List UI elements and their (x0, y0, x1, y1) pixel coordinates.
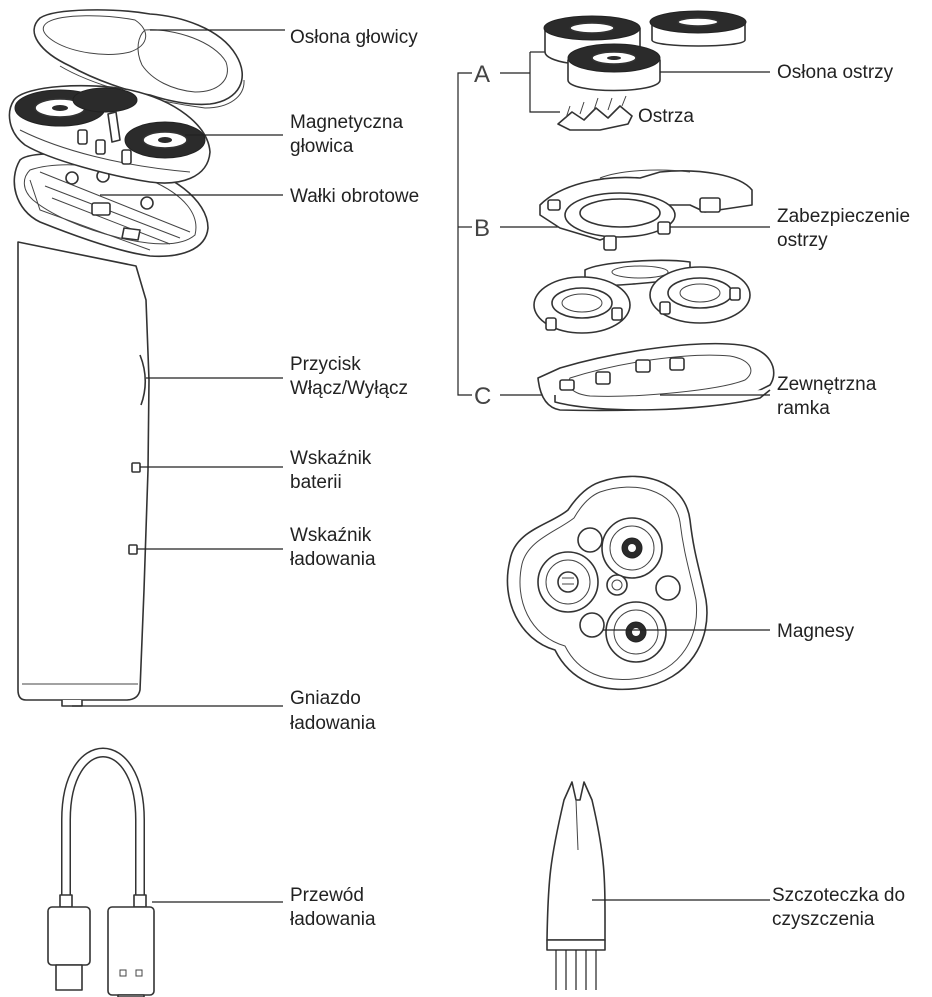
brush-label-line1: Szczoteczka do (772, 885, 905, 906)
blade-guard-label-line2: ostrzy (777, 230, 828, 251)
charging-port-label-line2: ładowania (290, 713, 376, 734)
power-button-label-line2: Włącz/Wyłącz (290, 378, 408, 399)
blade-cover-label: Osłona ostrzy (777, 62, 894, 83)
blade-cover-illustration (544, 11, 746, 91)
blade-guard-illustration (534, 170, 752, 333)
charging-indicator-label-line2: ładowania (290, 549, 376, 570)
outer-frame-label-line2: ramka (777, 398, 830, 419)
usb-cable-illustration (48, 753, 154, 997)
brush-label-line2: czyszczenia (772, 909, 875, 930)
rollers-label: Wałki obrotowe (290, 186, 419, 207)
head-cover-label: Osłona głowicy (290, 27, 418, 48)
power-button-label-line1: Przycisk (290, 354, 361, 375)
battery-indicator-label-line2: baterii (290, 472, 342, 493)
outer-frame-label-line1: Zewnętrzna (777, 374, 877, 395)
magnetic-head-label-line1: Magnetyczna (290, 112, 403, 133)
charging-indicator-label-line1: Wskaźnik (290, 525, 372, 546)
charging-port-label-line1: Gniazdo (290, 688, 361, 709)
blades-illustration (558, 96, 632, 130)
cleaning-brush-illustration (547, 782, 605, 990)
shaver-body-illustration (14, 154, 208, 706)
magnet-plate-illustration (507, 476, 707, 689)
group-letter-b: B (474, 215, 490, 242)
group-letter-c: C (474, 383, 491, 410)
group-letter-a: A (474, 61, 490, 88)
magnets-label: Magnesy (777, 621, 855, 642)
cable-label-line2: ładowania (290, 909, 376, 930)
blade-guard-label-line1: Zabezpieczenie (777, 206, 910, 227)
outer-frame-illustration (538, 344, 774, 411)
battery-indicator-label-line1: Wskaźnik (290, 448, 372, 469)
blades-label: Ostrza (638, 106, 694, 127)
cable-label-line1: Przewód (290, 885, 364, 906)
magnetic-head-label-line2: głowica (290, 136, 354, 157)
group-bracket: A B C (458, 52, 560, 410)
